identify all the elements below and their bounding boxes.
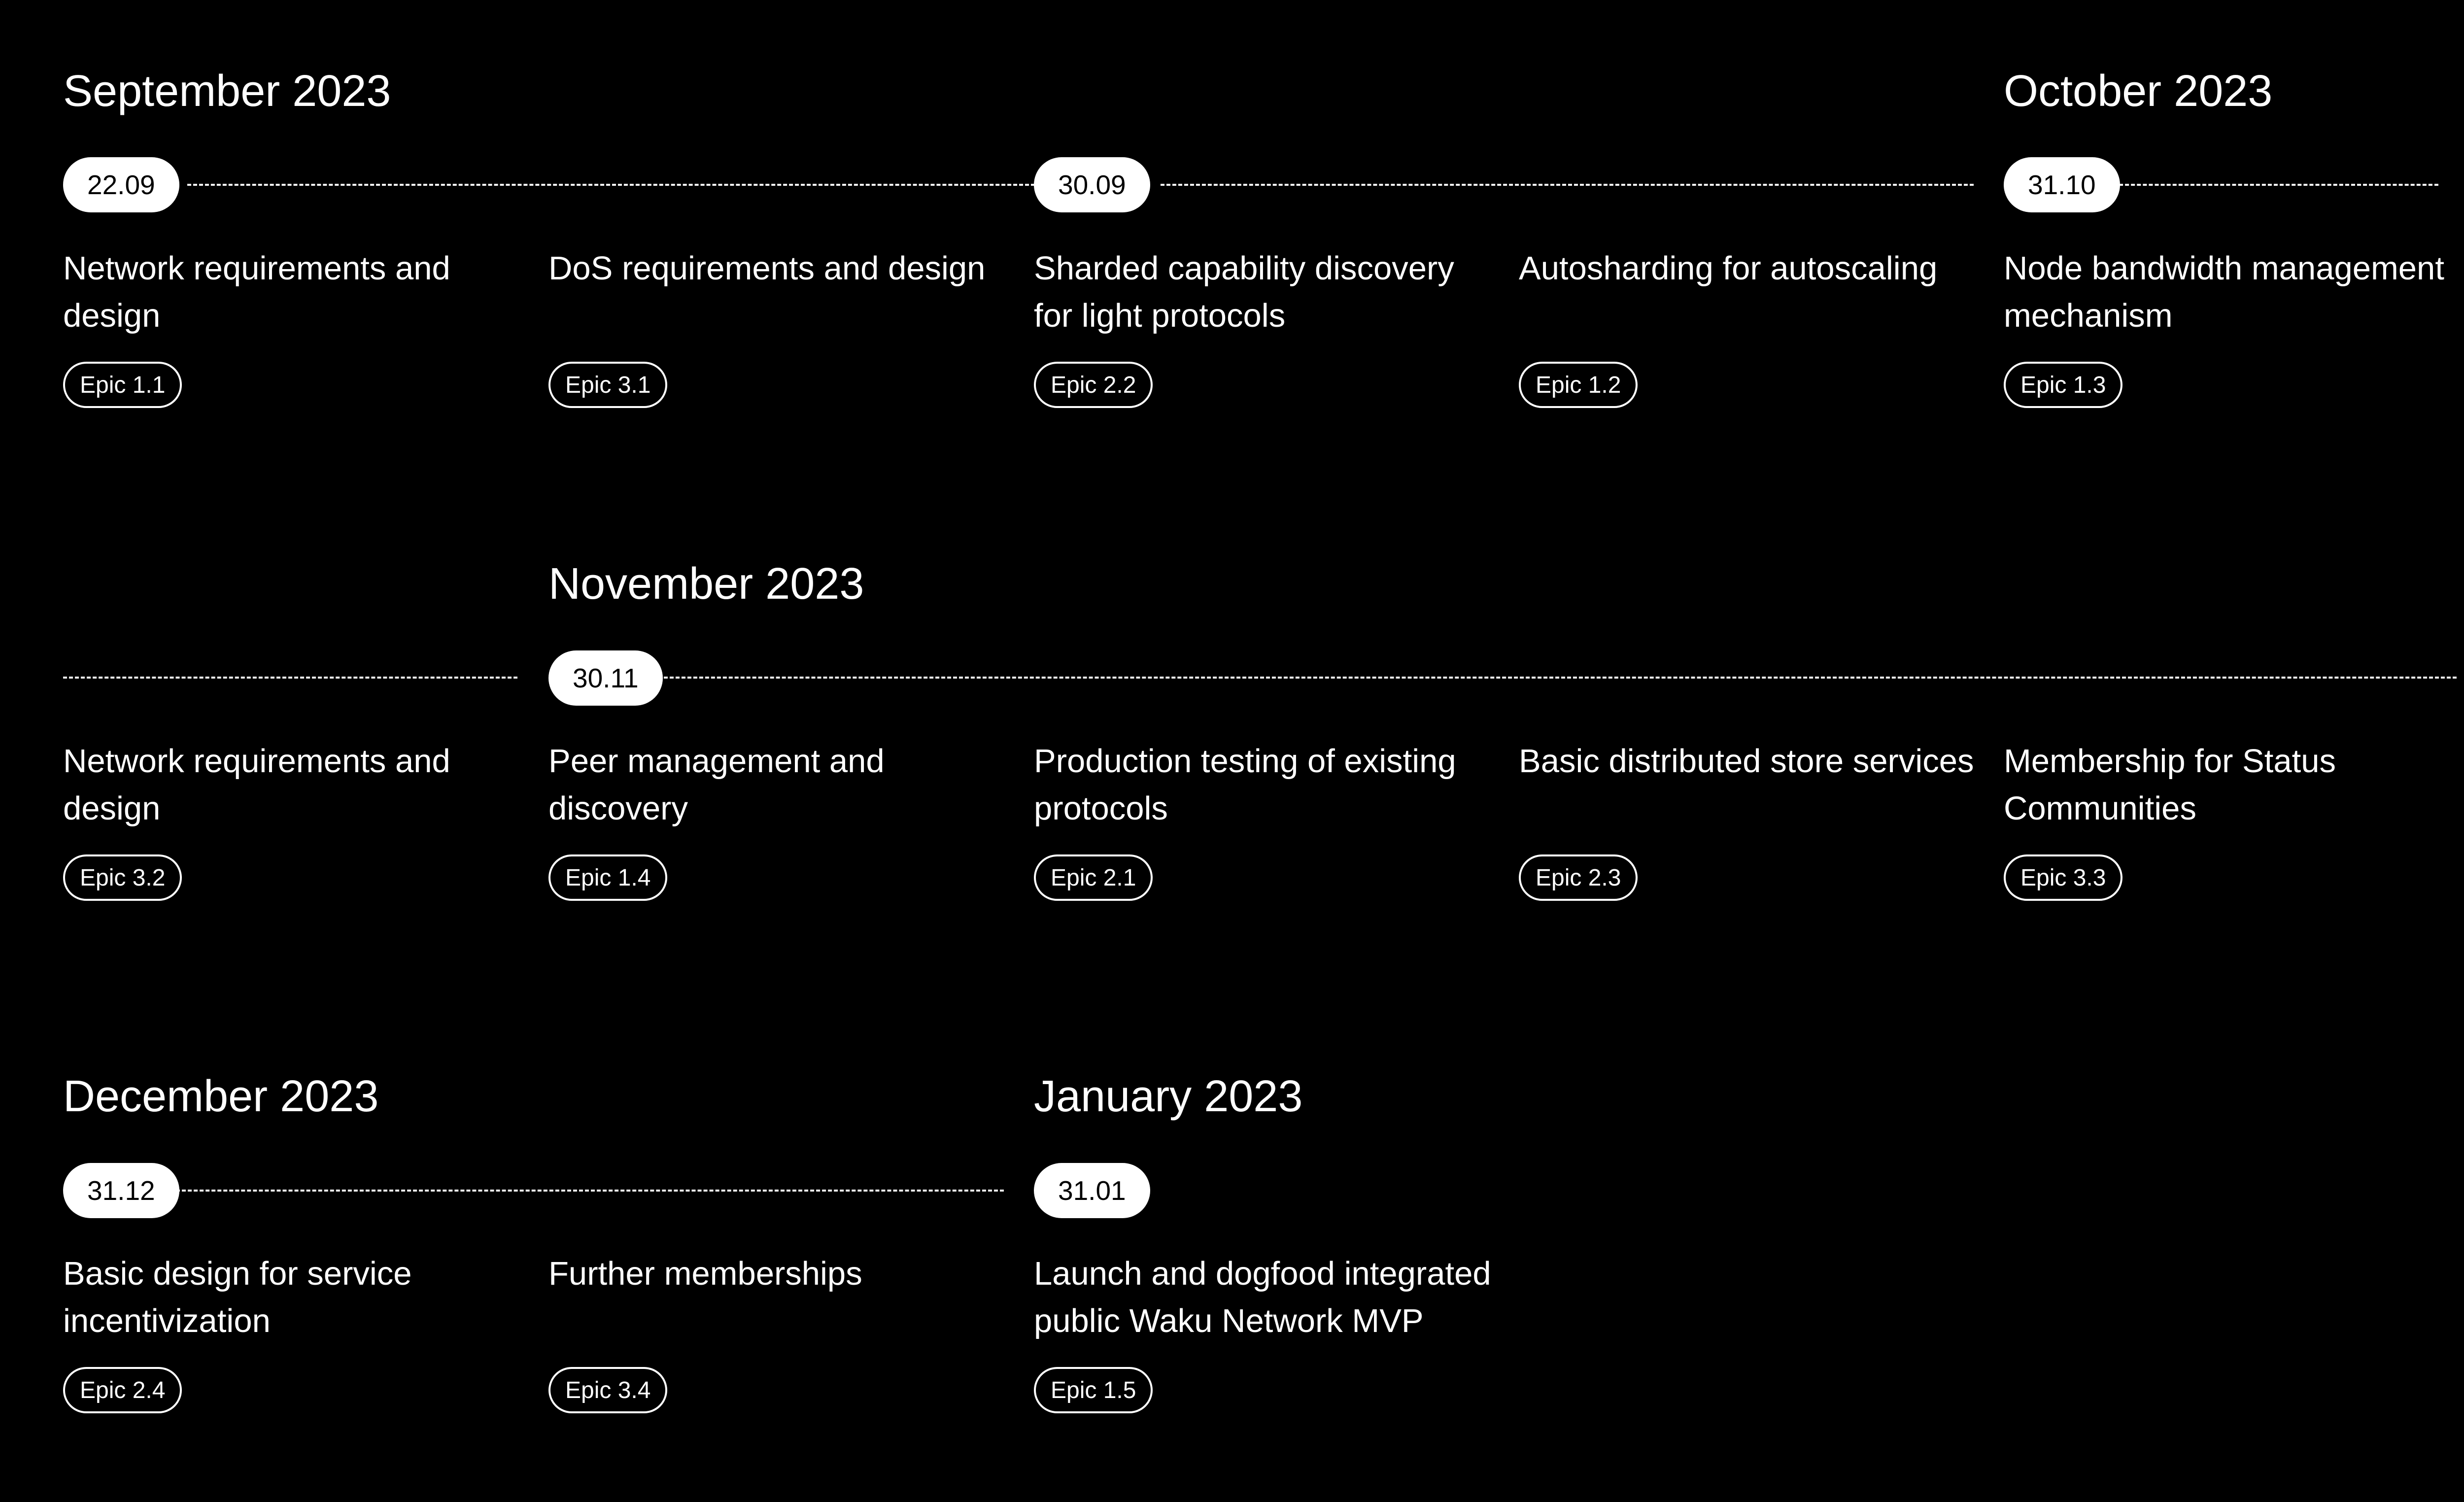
month-heading-october: October 2023 — [2004, 67, 2273, 116]
roadmap-item: Basic design for service incentivization… — [63, 1250, 521, 1413]
item-title: Launch and dogfood integrated public Wak… — [1034, 1255, 1491, 1339]
epic-badge: Epic 1.5 — [1034, 1367, 1153, 1413]
item-title: DoS requirements and design — [548, 250, 986, 287]
timeline-dashed-line — [63, 677, 517, 679]
item-title: Membership for Status Communities — [2004, 743, 2336, 827]
timeline-dashed-line — [1161, 184, 1974, 186]
epic-badge: Epic 2.3 — [1519, 854, 1638, 901]
epic-badge: Epic 3.1 — [548, 362, 668, 408]
epic-badge: Epic 2.4 — [63, 1367, 182, 1413]
roadmap-item: Network requirements and design Epic 3.2 — [63, 738, 521, 901]
epic-badge: Epic 1.1 — [63, 362, 182, 408]
item-title: Basic design for service incentivization — [63, 1255, 412, 1339]
month-heading-november: November 2023 — [548, 559, 864, 609]
item-title: Production testing of existing protocols — [1034, 743, 1456, 827]
roadmap-item: Membership for Status Communities Epic 3… — [2004, 738, 2462, 901]
epic-badge: Epic 1.4 — [548, 854, 668, 901]
epic-badge: Epic 2.1 — [1034, 854, 1153, 901]
item-title: Network requirements and design — [63, 743, 450, 827]
timeline-dashed-line — [2113, 184, 2438, 186]
item-title: Autosharding for autoscaling — [1519, 250, 1938, 287]
timeline-dashed-line — [658, 677, 2457, 679]
epic-badge: Epic 3.2 — [63, 854, 182, 901]
epic-badge: Epic 3.3 — [2004, 854, 2123, 901]
roadmap-item: Launch and dogfood integrated public Wak… — [1034, 1250, 1492, 1413]
milestone-date-pill: 30.11 — [548, 650, 663, 706]
epic-badge: Epic 3.4 — [548, 1367, 668, 1413]
epic-badge: Epic 1.2 — [1519, 362, 1638, 408]
item-title: Node bandwidth management mechanism — [2004, 250, 2444, 334]
milestone-date-pill: 30.09 — [1034, 157, 1150, 212]
epic-badge: Epic 2.2 — [1034, 362, 1153, 408]
timeline-dashed-line — [176, 1190, 1004, 1192]
roadmap-item: DoS requirements and design Epic 3.1 — [548, 245, 1007, 408]
item-title: Basic distributed store services — [1519, 743, 1974, 780]
month-heading-september: September 2023 — [63, 67, 391, 116]
item-title: Network requirements and design — [63, 250, 450, 334]
roadmap-item: Sharded capability discovery for light p… — [1034, 245, 1492, 408]
month-heading-january: January 2023 — [1034, 1072, 1303, 1121]
milestone-date-pill: 31.10 — [2004, 157, 2120, 212]
month-heading-december: December 2023 — [63, 1072, 379, 1121]
timeline-dashed-line — [187, 184, 1035, 186]
roadmap-item: Node bandwidth management mechanism Epic… — [2004, 245, 2462, 408]
roadmap-item: Production testing of existing protocols… — [1034, 738, 1492, 901]
item-title: Peer management and discovery — [548, 743, 885, 827]
epic-badge: Epic 1.3 — [2004, 362, 2123, 408]
milestone-date-pill: 31.12 — [63, 1163, 179, 1218]
milestone-date-pill: 22.09 — [63, 157, 179, 212]
roadmap-item: Autosharding for autoscaling Epic 1.2 — [1519, 245, 1977, 408]
roadmap-item: Basic distributed store services Epic 2.… — [1519, 738, 1977, 901]
roadmap-item: Further memberships Epic 3.4 — [548, 1250, 1007, 1413]
item-title: Further memberships — [548, 1255, 862, 1292]
roadmap-item: Peer management and discovery Epic 1.4 — [548, 738, 1007, 901]
roadmap-item: Network requirements and design Epic 1.1 — [63, 245, 521, 408]
item-title: Sharded capability discovery for light p… — [1034, 250, 1454, 334]
milestone-date-pill: 31.01 — [1034, 1163, 1150, 1218]
